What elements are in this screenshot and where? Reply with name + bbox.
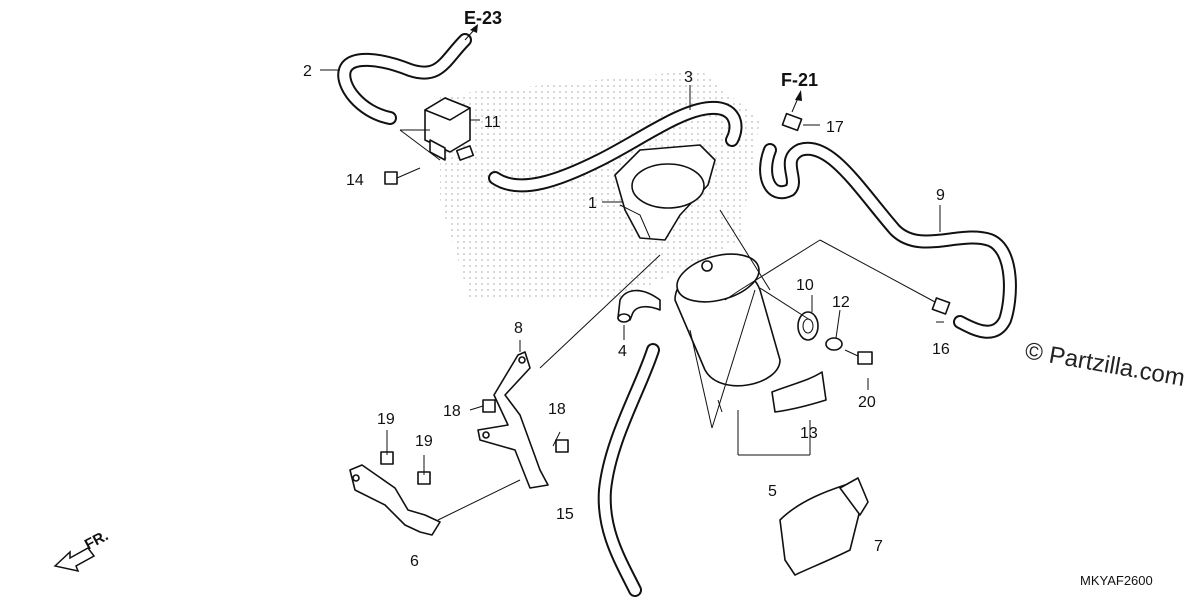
callout-12: 12 <box>832 294 850 311</box>
callout-7: 7 <box>874 538 883 555</box>
diagram-code: MKYAF2600 <box>1080 573 1153 588</box>
callout-17: 17 <box>826 119 844 136</box>
callout-8: 8 <box>514 320 523 337</box>
callout-5: 5 <box>768 483 777 500</box>
clip-16 <box>931 297 951 315</box>
background-shading <box>440 70 760 300</box>
callout-13: 13 <box>800 425 818 442</box>
ref-arrow-e23 <box>464 24 478 41</box>
callout-18-left: 18 <box>443 403 461 420</box>
ref-arrow-f21 <box>791 90 802 113</box>
callout-19-right: 19 <box>415 433 433 450</box>
callout-10: 10 <box>796 277 814 294</box>
hose-3 <box>488 100 743 193</box>
evap-canister <box>674 253 781 413</box>
callout-20: 20 <box>858 394 876 411</box>
hose-2 <box>337 33 472 125</box>
watermark: © Partzilla.com <box>1023 337 1187 392</box>
callout-14: 14 <box>346 172 364 189</box>
bolt-18a <box>482 399 496 413</box>
washer-12 <box>825 337 843 351</box>
cover-5-7 <box>779 477 869 576</box>
bracket-6 <box>349 464 441 536</box>
callout-18-right: 18 <box>548 401 566 418</box>
canister-holder-1 <box>614 144 716 241</box>
pad-13 <box>771 371 827 413</box>
callout-4: 4 <box>618 343 627 360</box>
bracket-8 <box>477 351 549 489</box>
bolt-14 <box>384 167 421 185</box>
ref-f21-label: F-21 <box>781 70 818 90</box>
grommet-10 <box>797 311 819 341</box>
callout-11: 11 <box>484 114 501 131</box>
front-arrow: FR. <box>53 527 111 573</box>
callout-6: 6 <box>410 553 419 570</box>
purge-valve-11 <box>424 97 475 161</box>
callout-2: 2 <box>303 63 312 80</box>
callout-3: 3 <box>684 69 693 86</box>
drain-hose <box>597 343 660 597</box>
callout-1: 1 <box>588 195 597 212</box>
hose-9 <box>759 141 1017 339</box>
callout-15: 15 <box>556 506 574 523</box>
callout-19-left: 19 <box>377 411 395 428</box>
leader-lines <box>320 69 944 521</box>
bolt-20 <box>844 349 873 365</box>
ref-e23-label: E-23 <box>464 8 502 28</box>
joint-4 <box>617 289 661 323</box>
bolt-18b <box>555 439 569 453</box>
callout-16: 16 <box>932 341 950 358</box>
callout-9: 9 <box>936 187 945 204</box>
clip-17 <box>781 112 803 132</box>
